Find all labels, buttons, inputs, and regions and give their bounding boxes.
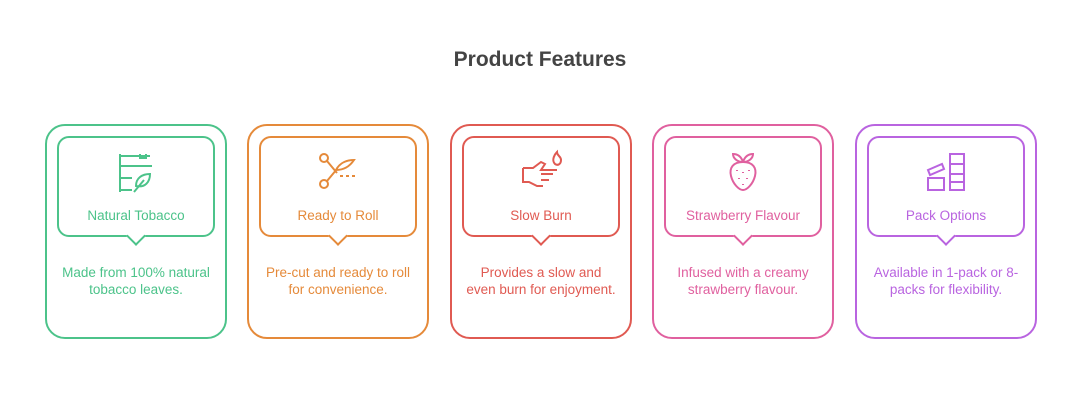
feature-card-ready-to-roll: Ready to Roll Pre-cut and ready to roll … bbox=[247, 124, 429, 339]
feature-card-slow-burn: Slow Burn Provides a slow and even burn … bbox=[450, 124, 632, 339]
blocks-icon bbox=[922, 153, 965, 191]
feature-description: Pre-cut and ready to roll for convenienc… bbox=[265, 265, 411, 297]
feature-description: Available in 1-pack or 8-packs for flexi… bbox=[873, 265, 1019, 297]
feature-card-strawberry-flavour: Strawberry Flavour Infused with a creamy… bbox=[652, 124, 834, 339]
feature-title: Pack Options bbox=[905, 208, 987, 223]
feature-title: Strawberry Flavour bbox=[685, 208, 801, 223]
feature-header: Strawberry Flavour bbox=[664, 136, 822, 246]
feature-description: Infused with a creamy strawberry flavour… bbox=[677, 265, 809, 297]
page-title: Product Features bbox=[453, 48, 627, 71]
strawberry-icon bbox=[729, 152, 757, 192]
scissors-icon bbox=[319, 153, 356, 189]
feature-header: Natural Tobacco bbox=[57, 136, 215, 246]
feature-title: Ready to Roll bbox=[297, 208, 379, 223]
feature-description: Provides a slow and even burn for enjoym… bbox=[466, 265, 616, 297]
leaf-rack-icon bbox=[119, 154, 152, 193]
feature-card-natural-tobacco: Natural Tobacco Made from 100% natural t… bbox=[45, 124, 227, 339]
hand-flame-icon bbox=[522, 149, 563, 187]
feature-header: Slow Burn bbox=[462, 136, 620, 246]
feature-header: Ready to Roll bbox=[259, 136, 417, 246]
feature-title: Slow Burn bbox=[510, 208, 572, 223]
feature-description: Made from 100% natural tobacco leaves. bbox=[62, 265, 210, 297]
feature-card-pack-options: Pack Options Available in 1-pack or 8-pa… bbox=[855, 124, 1037, 339]
feature-title: Natural Tobacco bbox=[87, 208, 185, 223]
feature-header: Pack Options bbox=[867, 136, 1025, 246]
